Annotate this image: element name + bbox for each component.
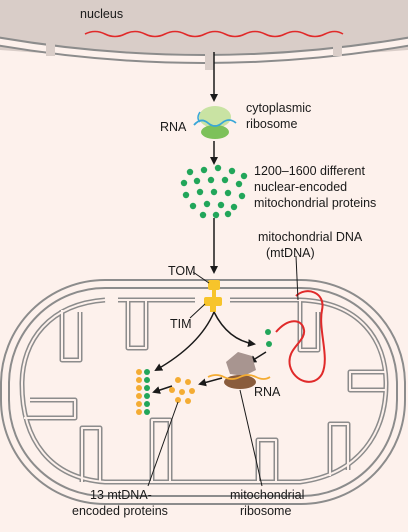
mtdna-encoded-protein (175, 397, 181, 403)
nuclear-encoded-protein (199, 211, 207, 219)
nuclear-encoded-protein (235, 180, 243, 188)
nuclear-encoded-protein (224, 210, 232, 218)
tom-leader (192, 271, 210, 284)
nuclear-pore (46, 38, 55, 56)
mtdna-loop (275, 290, 326, 383)
nuclear-encoded-protein (207, 176, 215, 184)
nuclear-encoded-protein-cluster (180, 164, 248, 219)
mtdna-label-1: mitochondrial DNA (258, 230, 363, 244)
mitochondrial-ribosome (207, 352, 271, 389)
nuclear-encoded-protein (221, 176, 229, 184)
rna-mito-label: RNA (254, 385, 281, 399)
nuclear-encoded-protein (217, 201, 225, 209)
membrane-complex-subunit (136, 369, 142, 375)
cytoplasmic-ribosome-label-2: ribosome (246, 117, 297, 131)
cytoplasmic-mrna (193, 119, 237, 127)
mtdna-encoded-protein (175, 377, 181, 383)
nuclear-encoded-protein (196, 188, 204, 196)
membrane-complex-subunit (144, 401, 150, 407)
membrane-complex-subunit (144, 385, 150, 391)
mtdna-bound-protein (265, 329, 271, 335)
membrane-complex-subunit (144, 409, 150, 415)
nuclear-encoded-protein (238, 192, 246, 200)
nuclear-encoded-protein (193, 177, 201, 185)
mtdna-encoded-protein (179, 389, 185, 395)
arrow-mito-translation (198, 377, 223, 387)
nuclear-encoded-protein (189, 202, 197, 210)
membrane-complex-subunit (136, 401, 142, 407)
tim-complex (204, 297, 222, 312)
mtdna-proteins-label-2: encoded proteins (72, 504, 168, 518)
tim-label: TIM (170, 317, 192, 331)
nuclear-encoded-protein (200, 166, 208, 174)
mtdna-encoded-protein (169, 387, 175, 393)
arrow-to-inner-membrane (154, 311, 215, 371)
proteins-label-1: 1200–1600 different (254, 164, 366, 178)
mito-ribosome-label-1: mitochondrial (230, 488, 304, 502)
nuclear-encoded-protein (210, 188, 218, 196)
nuclear-encoded-protein (212, 211, 220, 219)
inner-membrane-complex (136, 369, 150, 415)
mtdna-encoded-protein-cluster (169, 377, 195, 404)
cytoplasmic-ribosome (193, 106, 237, 139)
nuclear-pore (205, 52, 214, 70)
nuclear-encoded-protein (186, 168, 194, 176)
rna-cyto-label: RNA (160, 120, 187, 134)
membrane-complex-subunit (144, 377, 150, 383)
nuclear-rna (84, 30, 344, 38)
arrow-insertion (152, 385, 173, 394)
membrane-complex-subunit (136, 393, 142, 399)
mtdna-leader (295, 255, 299, 301)
nucleus (0, 0, 408, 70)
membrane-complex-subunit (144, 393, 150, 399)
mtdna-encoded-protein (185, 379, 191, 385)
nuclear-encoded-protein (214, 164, 222, 172)
nuclear-encoded-protein (180, 179, 188, 187)
mtdna-bound-protein (266, 341, 272, 347)
nuclear-encoded-protein (203, 200, 211, 208)
nuclear-encoded-protein (224, 189, 232, 197)
mtdna-encoded-protein (189, 388, 195, 394)
nuclear-encoded-protein (230, 203, 238, 211)
proteins-label-2: nuclear-encoded (254, 180, 347, 194)
membrane-complex-subunit (136, 385, 142, 391)
mito-ribosome-leader (239, 389, 263, 487)
nuclear-encoded-protein (240, 172, 248, 180)
mito-ribosome-label-2: ribosome (240, 504, 291, 518)
membrane-complex-subunit (144, 369, 150, 375)
mtdna-encoded-protein (185, 398, 191, 404)
mitochondrion (0, 279, 406, 505)
nuclear-encoded-protein (228, 167, 236, 175)
mtdna-label-2: (mtDNA) (266, 246, 315, 260)
nuclear-pore (333, 38, 342, 56)
nuclear-encoded-protein (182, 191, 190, 199)
mtdna-proteins-label-1: 13 mtDNA- (90, 488, 152, 502)
cytoplasmic-ribosome-label-1: cytoplasmic (246, 101, 311, 115)
tom-label: TOM (168, 264, 196, 278)
mito-mrna (207, 374, 271, 380)
nucleus-label: nucleus (80, 7, 123, 21)
mtdna-proteins-leader (147, 401, 179, 487)
tom-complex (208, 280, 220, 299)
tim-leader (189, 303, 206, 319)
arrow-to-matrix (213, 311, 256, 348)
membrane-complex-subunit (136, 377, 142, 383)
membrane-complex-subunit (136, 409, 142, 415)
proteins-label-3: mitochondrial proteins (254, 196, 376, 210)
